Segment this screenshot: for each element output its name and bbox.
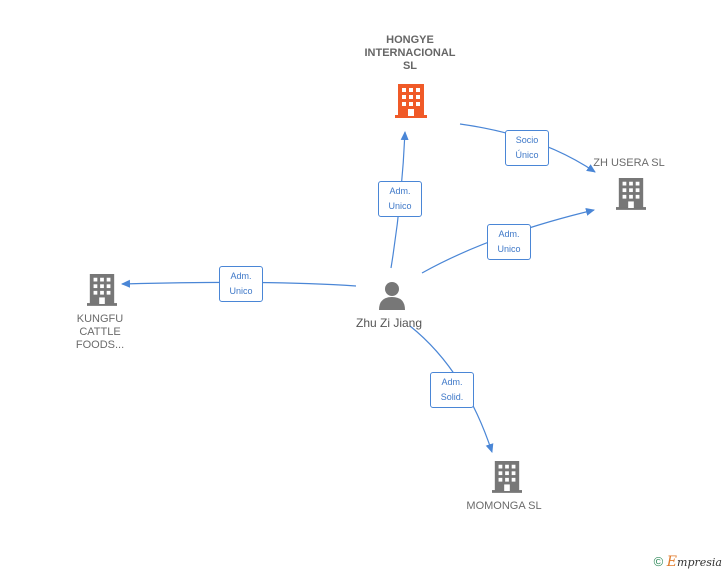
person-icon[interactable]: [377, 280, 407, 310]
building-icon[interactable]: [492, 459, 522, 493]
copyright: © Empresia: [654, 554, 722, 570]
building-icon[interactable]: [616, 176, 646, 210]
node-label-zh-usera: ZH USERA SL: [593, 157, 665, 169]
node-label-momonga: MOMONGA SL: [466, 500, 542, 512]
building-icon[interactable]: [395, 82, 427, 118]
edge-label-person-zhusera: Adm. Unico: [487, 224, 531, 260]
building-icon[interactable]: [87, 272, 117, 306]
edge-label-person-momonga: Adm. Solid.: [430, 372, 474, 408]
edge-label-person-kungfu: Adm. Unico: [219, 266, 263, 302]
copyright-symbol: ©: [653, 554, 664, 569]
brand-name: mpresia: [677, 556, 722, 569]
node-label-kungfu: KUNGFU CATTLE FOODS...: [75, 313, 125, 351]
edge-label-person-hongye: Adm. Unico: [378, 181, 422, 217]
brand-initial: E: [666, 554, 678, 570]
node-label-person: Zhu Zi Jiang: [355, 316, 423, 330]
node-label-hongye: HONGYE INTERNACIONAL SL: [364, 34, 456, 72]
edge-label-hongye-zhusera: Socio Único: [505, 130, 549, 166]
